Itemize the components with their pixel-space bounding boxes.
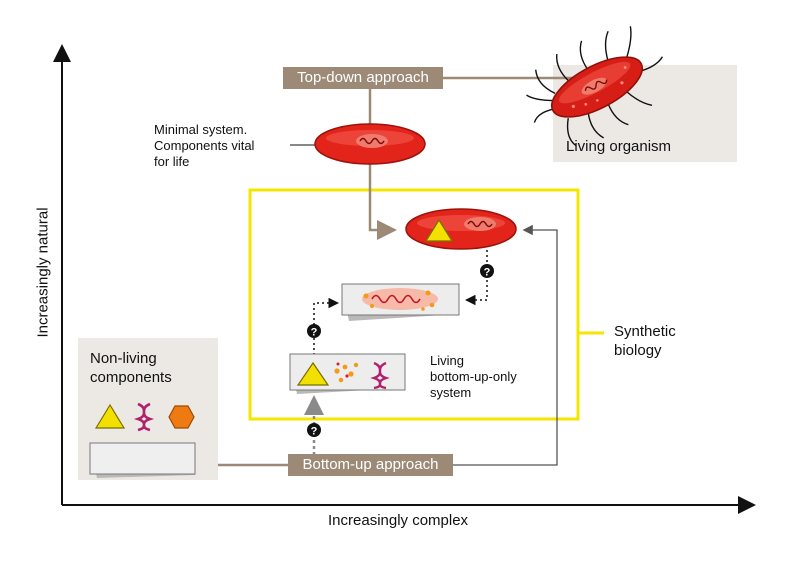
bottom-up-only-label: Living bottom-up-only system <box>430 353 517 401</box>
triangle-icon <box>296 361 330 386</box>
bottom-up-approach-label: Bottom-up approach <box>288 454 453 476</box>
x-axis-label: Increasingly complex <box>328 512 469 529</box>
synthetic-biology-label: Synthetic biology <box>614 322 676 360</box>
molecule-dots <box>334 362 359 383</box>
question-icon: ? <box>307 324 321 339</box>
cell-icon <box>405 208 517 250</box>
cell-icon <box>314 123 426 165</box>
svg-text:?: ? <box>311 327 318 339</box>
dna-icon <box>370 361 390 390</box>
question-icon: ? <box>307 423 321 438</box>
non-living-label: Non-living components <box>90 349 172 387</box>
living-organism-label: Living organism <box>566 138 672 155</box>
synthetic-biology-box <box>248 188 580 421</box>
hexagon-icon <box>168 405 195 429</box>
bottom-up-only-line: bottom-up-only <box>430 369 517 384</box>
dna-icon <box>133 402 155 432</box>
assembly-slab <box>341 283 460 321</box>
non-living-line: components <box>90 369 172 386</box>
bottom-up-only-line: system <box>430 385 472 400</box>
minimal-system-line: Components vital <box>154 138 255 153</box>
minimal-system-line: for life <box>154 154 190 169</box>
question-icon: ? <box>480 264 494 279</box>
components-slab <box>289 353 406 394</box>
empty-slab <box>89 442 196 478</box>
axes <box>53 44 756 514</box>
y-axis-label: Increasingly natural <box>34 207 52 338</box>
dotted-arrows <box>304 240 488 455</box>
triangle-icon <box>94 403 126 429</box>
synthetic-biology-line: Synthetic <box>614 323 676 340</box>
minimal-system-label: Minimal system. Components vital for lif… <box>154 122 254 170</box>
bacterium-icon <box>526 26 664 147</box>
bottom-up-return-line <box>452 224 558 466</box>
svg-text:?: ? <box>484 267 491 279</box>
svg-text:?: ? <box>311 426 318 438</box>
bottom-up-only-line: Living <box>430 353 464 368</box>
top-down-approach-label: Top-down approach <box>283 67 443 89</box>
non-living-line: Non-living <box>90 350 157 367</box>
synthetic-biology-line: biology <box>614 342 662 359</box>
minimal-system-line: Minimal system. <box>154 122 248 137</box>
